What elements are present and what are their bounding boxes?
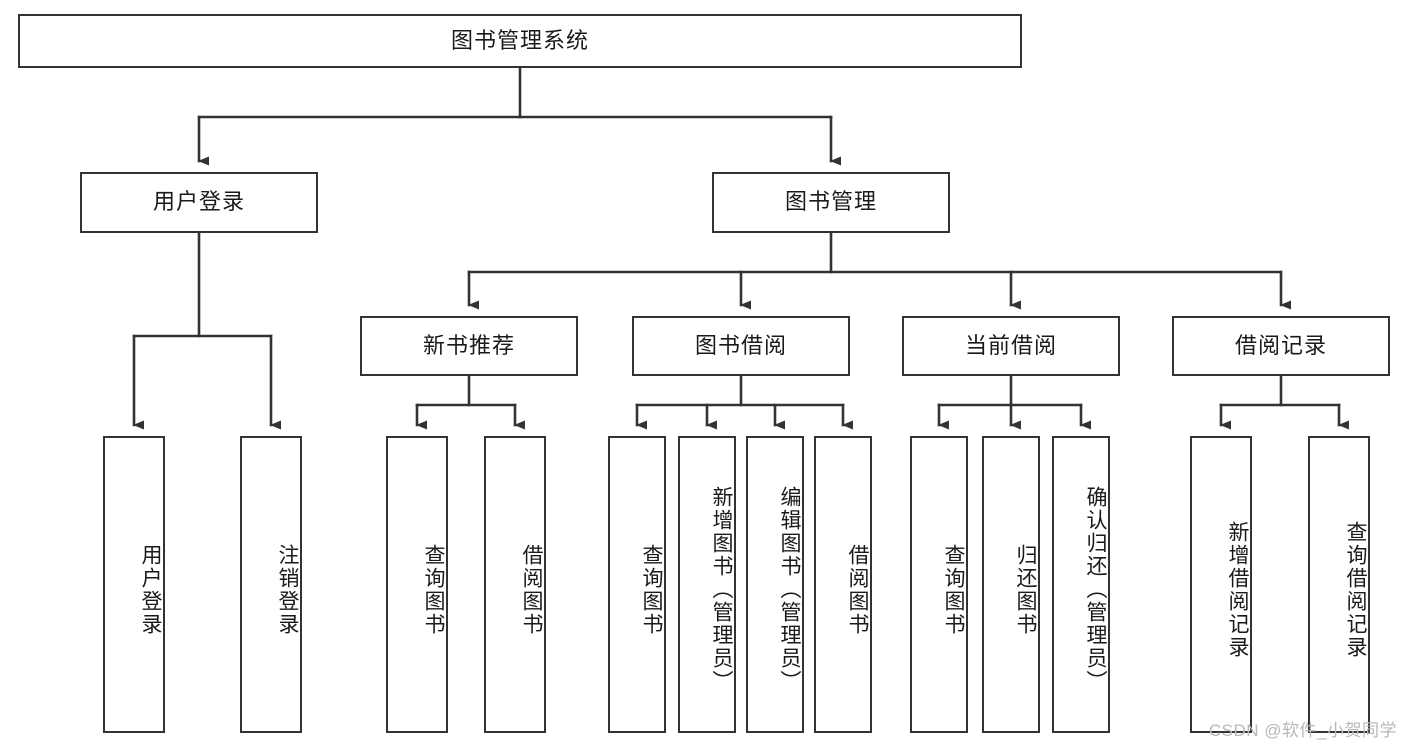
node-leaf-add-borrow-record[interactable]: 新增借阅记录 [1190,436,1252,733]
node-borrow-record[interactable]: 借阅记录 [1172,316,1390,376]
node-label: 确认归还（管理员） [1084,486,1107,693]
node-label: 用户登录 [152,189,245,215]
node-book-borrow[interactable]: 图书借阅 [632,316,850,376]
node-label: 新书推荐 [422,332,515,358]
node-leaf-query-borrow-record[interactable]: 查询借阅记录 [1308,436,1370,733]
node-label: 新增图书（管理员） [710,486,733,693]
node-leaf-query-book-3[interactable]: 查询图书 [910,436,968,733]
node-leaf-logout-login[interactable]: 注销登录 [240,436,302,733]
node-label: 用户登录 [139,543,162,636]
node-label: 编辑图书（管理员） [778,486,801,693]
node-leaf-query-book-2[interactable]: 查询图书 [608,436,666,733]
node-current-borrow[interactable]: 当前借阅 [902,316,1120,376]
node-new-book-recommend[interactable]: 新书推荐 [360,316,578,376]
node-label: 借阅图书 [846,543,869,636]
node-book-manage[interactable]: 图书管理 [712,172,950,233]
node-leaf-borrow-book-1[interactable]: 借阅图书 [484,436,546,733]
node-leaf-return-book[interactable]: 归还图书 [982,436,1040,733]
node-label: 查询图书 [942,543,965,636]
node-label: 借阅记录 [1234,332,1327,358]
node-label: 查询图书 [640,543,663,636]
node-label: 当前借阅 [964,332,1057,358]
node-leaf-borrow-book-2[interactable]: 借阅图书 [814,436,872,733]
node-label: 查询图书 [422,543,445,636]
node-leaf-add-book-admin[interactable]: 新增图书（管理员） [678,436,736,733]
node-label: 图书管理系统 [450,27,589,53]
node-label: 借阅图书 [520,543,543,636]
node-leaf-edit-book-admin[interactable]: 编辑图书（管理员） [746,436,804,733]
node-leaf-query-book-1[interactable]: 查询图书 [386,436,448,733]
node-root[interactable]: 图书管理系统 [18,14,1022,68]
node-label: 注销登录 [276,543,299,636]
node-label: 查询借阅记录 [1344,520,1367,659]
node-label: 新增借阅记录 [1226,520,1249,659]
node-label: 归还图书 [1014,543,1037,636]
node-leaf-confirm-return-admin[interactable]: 确认归还（管理员） [1052,436,1110,733]
node-leaf-user-login[interactable]: 用户登录 [103,436,165,733]
node-user-login[interactable]: 用户登录 [80,172,318,233]
node-label: 图书借阅 [694,332,787,358]
node-label: 图书管理 [784,189,877,215]
